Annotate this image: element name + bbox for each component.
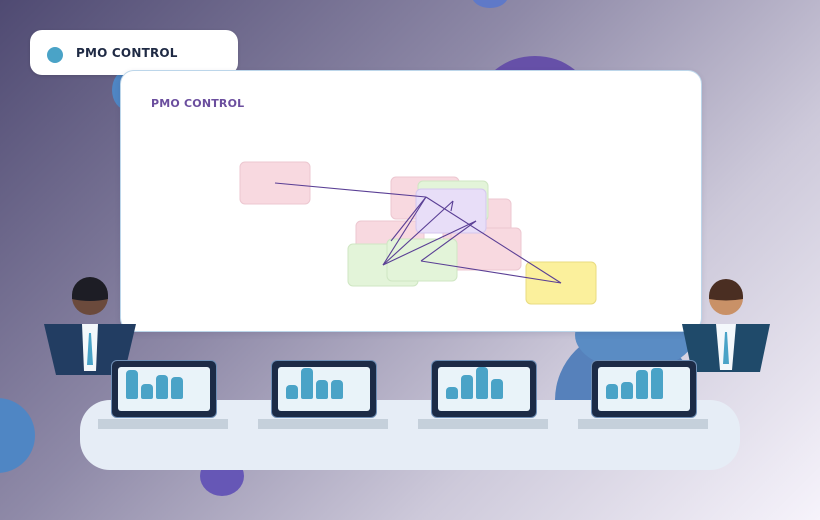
diagram-edge — [382, 196, 427, 266]
board-title: PMO CONTROL — [151, 97, 245, 110]
laptop — [591, 360, 697, 418]
diagram-edge — [382, 220, 477, 266]
laptop-bar — [286, 385, 298, 399]
laptop-bar — [156, 375, 168, 399]
diagram-edge — [425, 196, 562, 284]
network-diagram — [239, 161, 597, 305]
header-title: PMO CONTROL — [76, 46, 178, 60]
header-pill: PMO CONTROL — [30, 30, 238, 75]
desk-strip — [578, 419, 708, 429]
desk-strip — [98, 419, 228, 429]
laptop-bar — [621, 382, 633, 399]
laptop — [271, 360, 377, 418]
laptop-bar — [126, 370, 138, 399]
presenter-right — [682, 279, 770, 372]
diagram-edge — [450, 200, 454, 212]
laptop — [111, 360, 217, 418]
whiteboard: PMO CONTROL — [120, 70, 702, 332]
laptop-bar — [476, 367, 488, 399]
laptop-bar — [491, 379, 503, 399]
desk-strip — [258, 419, 388, 429]
diagram-edge — [390, 196, 427, 242]
diagram-node — [450, 227, 522, 271]
status-dot-icon — [47, 47, 63, 63]
diagram-edge — [382, 200, 454, 266]
desk-strip — [418, 419, 548, 429]
laptop-bar — [651, 368, 663, 399]
diagram-edge — [420, 260, 562, 284]
laptop-bar — [141, 384, 153, 399]
laptop-bar — [446, 387, 458, 399]
laptop-bar — [606, 384, 618, 399]
bg-circle — [0, 398, 35, 473]
laptop-bar — [316, 380, 328, 399]
diagram-edge — [274, 182, 427, 198]
laptop-bar — [171, 377, 183, 399]
laptop-bar — [301, 368, 313, 399]
diagram-edge — [420, 220, 477, 262]
laptop-bar — [636, 370, 648, 399]
bg-circle — [472, 0, 508, 8]
laptop — [431, 360, 537, 418]
laptop-bar — [461, 375, 473, 399]
laptop-bar — [331, 380, 343, 399]
